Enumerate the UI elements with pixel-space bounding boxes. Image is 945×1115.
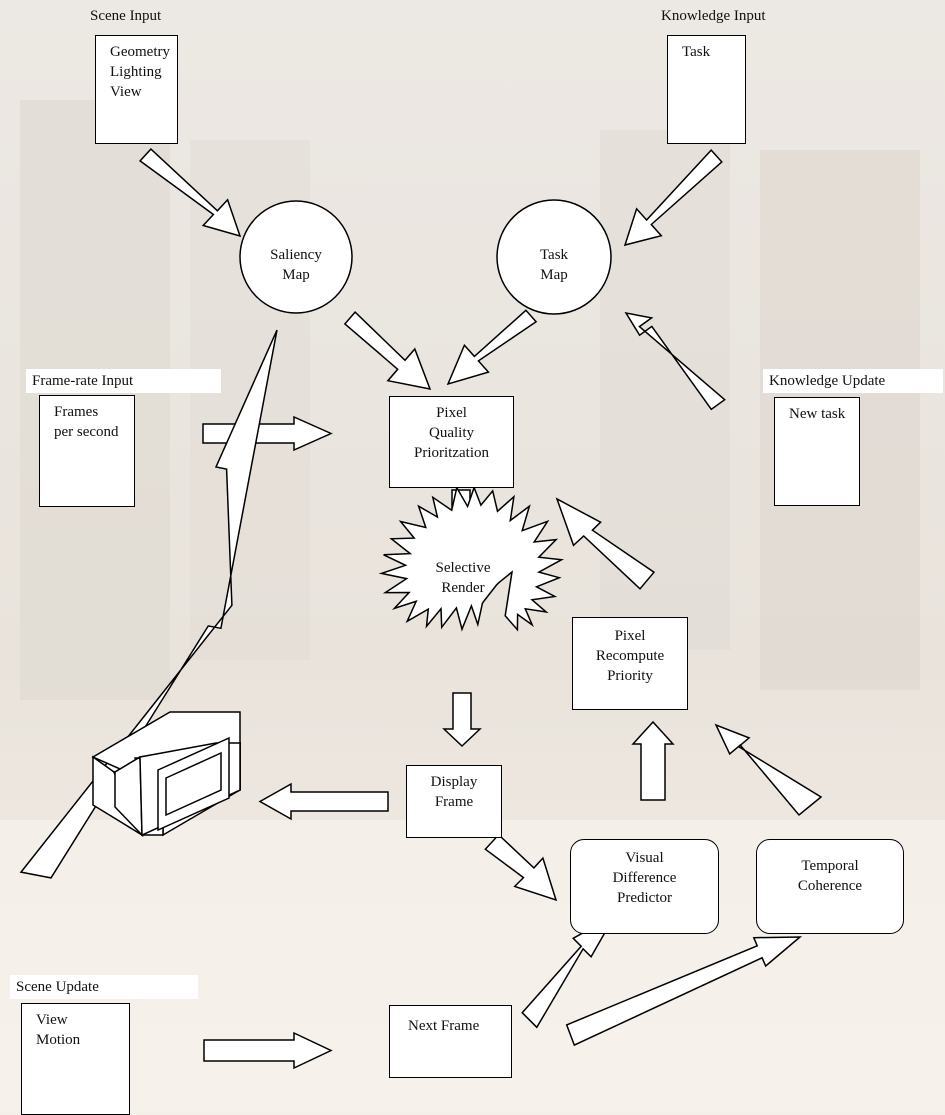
label-knowledge-update: Knowledge Update	[763, 369, 943, 393]
temporal-line-1: Temporal	[757, 856, 903, 876]
saliency-line-2: Map	[256, 265, 336, 285]
recompute-line-3: Priority	[573, 666, 687, 686]
display-frame-box: Display Frame	[406, 765, 502, 838]
task-map-line-2: Map	[514, 265, 594, 285]
display-frame-line-2: Frame	[407, 792, 501, 812]
view-motion-line-2: Motion	[36, 1030, 129, 1050]
arrow-frames-to-quality	[203, 417, 331, 450]
label-scene-update: Scene Update	[10, 975, 198, 999]
arrow-recompute-to-quality	[557, 499, 654, 589]
arrow-viewmotion-to-nextframe	[204, 1033, 331, 1068]
label-scene-input: Scene Input	[90, 6, 161, 26]
scene-input-line-1: Geometry	[110, 42, 177, 62]
visual-difference-predictor-box: Visual Difference Predictor	[570, 839, 719, 934]
arrow-render-to-display	[444, 693, 480, 746]
arrow-vdp-to-recompute	[633, 722, 673, 800]
task-map-label: Task Map	[514, 245, 594, 285]
arrow-temporal-to-recompute	[716, 725, 821, 815]
frames-line-1: Frames	[54, 402, 134, 422]
arrow-knowledge-update	[626, 313, 725, 409]
task-map-line-1: Task	[514, 245, 594, 265]
arrow-taskmap-to-quality	[448, 310, 536, 384]
scene-input-line-3: View	[110, 82, 177, 102]
arrow-task-to-taskmap	[625, 150, 722, 245]
label-knowledge-input: Knowledge Input	[661, 6, 766, 26]
saliency-map-label: Saliency Map	[256, 245, 336, 285]
pixel-quality-line-3: Prioritzation	[390, 443, 513, 463]
view-motion-line-1: View	[36, 1010, 129, 1030]
vdp-line-1: Visual	[571, 848, 718, 868]
display-frame-line-1: Display	[407, 772, 501, 792]
frames-line-2: per second	[54, 422, 134, 442]
arrow-scene-to-saliency	[140, 149, 240, 236]
temporal-line-2: Coherence	[757, 876, 903, 896]
task-box: Task	[667, 35, 746, 144]
scene-input-line-2: Lighting	[110, 62, 177, 82]
label-frame-rate-input: Frame-rate Input	[26, 369, 221, 393]
next-frame-box: Next Frame	[389, 1005, 512, 1078]
frames-per-second-box: Frames per second	[39, 395, 135, 507]
next-frame-text: Next Frame	[408, 1016, 511, 1036]
view-motion-box: View Motion	[21, 1003, 130, 1115]
temporal-coherence-box: Temporal Coherence	[756, 839, 904, 934]
selective-render-line-2: Render	[420, 578, 506, 598]
selective-render-line-1: Selective	[420, 558, 506, 578]
arrow-saliency-to-quality	[345, 312, 430, 389]
arrow-display-to-monitor	[260, 784, 388, 819]
new-task-box: New task	[774, 397, 860, 506]
vdp-line-2: Difference	[571, 868, 718, 888]
pixel-quality-line-1: Pixel	[390, 403, 513, 423]
vdp-line-3: Predictor	[571, 888, 718, 908]
recompute-line-1: Pixel	[573, 626, 687, 646]
selective-render-label: Selective Render	[420, 558, 506, 598]
task-box-text: Task	[682, 42, 745, 62]
recompute-line-2: Recompute	[573, 646, 687, 666]
saliency-line-1: Saliency	[256, 245, 336, 265]
pixel-quality-line-2: Quality	[390, 423, 513, 443]
pixel-recompute-priority-box: Pixel Recompute Priority	[572, 617, 688, 710]
pixel-quality-prioritization-box: Pixel Quality Prioritzation	[389, 396, 514, 488]
arrow-nextframe-to-temporal	[567, 937, 800, 1045]
new-task-text: New task	[789, 404, 859, 424]
scene-input-box: Geometry Lighting View	[95, 35, 178, 144]
arrow-display-to-vdp	[485, 835, 556, 900]
